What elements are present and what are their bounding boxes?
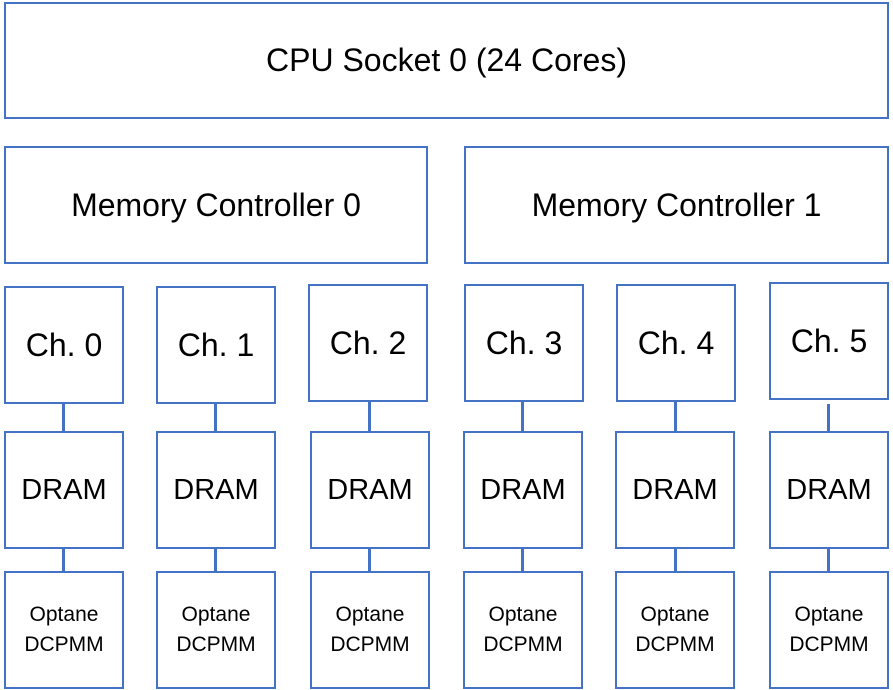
channel-0-optane-box: Optane DCPMM [4,571,124,689]
channel-1-dram-label: DRAM [173,473,259,506]
channel-2-optane-box: Optane DCPMM [310,571,430,689]
channel-4-dram-label: DRAM [632,473,718,506]
channel-3-optane-box: Optane DCPMM [463,571,583,689]
channel-2-optane-line1: Optane [335,603,405,626]
memory-controller-1-box: Memory Controller 1 [464,146,889,264]
channel-0-optane-connector [62,549,65,571]
channel-0-dram-label: DRAM [21,473,107,506]
channel-3-dram-label: DRAM [480,473,566,506]
channel-2-dram-label: DRAM [327,473,413,506]
channel-3-box: Ch. 3 [464,284,584,402]
channel-3-optane-line2: DCPMM [483,633,563,656]
channel-0-optane-line2: DCPMM [24,633,104,656]
channel-4-optane-connector [674,549,677,571]
memory-controller-0-box: Memory Controller 0 [4,146,428,264]
channel-2-dram-connector [368,402,371,431]
channel-2-label: Ch. 2 [329,324,407,361]
channel-5-dram-label: DRAM [786,473,872,506]
channel-3-dram-connector [521,402,524,431]
channel-0-optane-line1: Optane [29,603,99,626]
channel-1-dram-box: DRAM [156,431,276,549]
channel-5-box: Ch. 5 [769,282,889,400]
channel-5-label: Ch. 5 [790,322,868,359]
channel-0-dram-connector [62,404,65,431]
channel-5-dram-connector [827,404,830,431]
channel-3-optane-line1: Optane [488,603,558,626]
channel-1-optane-line2: DCPMM [176,633,256,656]
cpu-socket-label: CPU Socket 0 (24 Cores) [265,42,627,78]
memory-controller-0-label: Memory Controller 0 [71,186,361,223]
channel-2-optane-connector [368,549,371,571]
channel-5-optane-box: Optane DCPMM [769,571,889,689]
channel-4-optane-line2: DCPMM [635,633,715,656]
channel-4-optane-line1: Optane [640,603,710,626]
channel-1-box: Ch. 1 [156,286,276,404]
channel-2-box: Ch. 2 [308,284,428,402]
channel-0-dram-box: DRAM [4,431,124,549]
channel-1-optane-line1: Optane [181,603,251,626]
memory-controller-1-label: Memory Controller 1 [531,186,822,223]
channel-4-label: Ch. 4 [637,324,715,361]
channel-3-label: Ch. 3 [485,324,563,361]
channel-1-optane-connector [214,549,217,571]
channel-3-dram-box: DRAM [463,431,583,549]
channel-4-dram-box: DRAM [615,431,735,549]
channel-1-label: Ch. 1 [177,326,255,363]
channel-2-dram-box: DRAM [310,431,430,549]
channel-4-dram-connector [674,402,677,431]
channel-2-optane-line2: DCPMM [330,633,410,656]
channel-5-dram-box: DRAM [769,431,889,549]
channel-0-label: Ch. 0 [25,326,103,363]
channel-5-optane-line1: Optane [794,603,864,626]
channel-5-optane-line2: DCPMM [789,633,869,656]
channel-1-dram-connector [214,404,217,431]
channel-1-optane-box: Optane DCPMM [156,571,276,689]
channel-5-optane-connector [827,549,830,571]
channel-0-box: Ch. 0 [4,286,124,404]
cpu-socket-box: CPU Socket 0 (24 Cores) [4,2,889,119]
channel-4-optane-box: Optane DCPMM [615,571,735,689]
channel-3-optane-connector [521,549,524,571]
channel-4-box: Ch. 4 [616,284,736,402]
